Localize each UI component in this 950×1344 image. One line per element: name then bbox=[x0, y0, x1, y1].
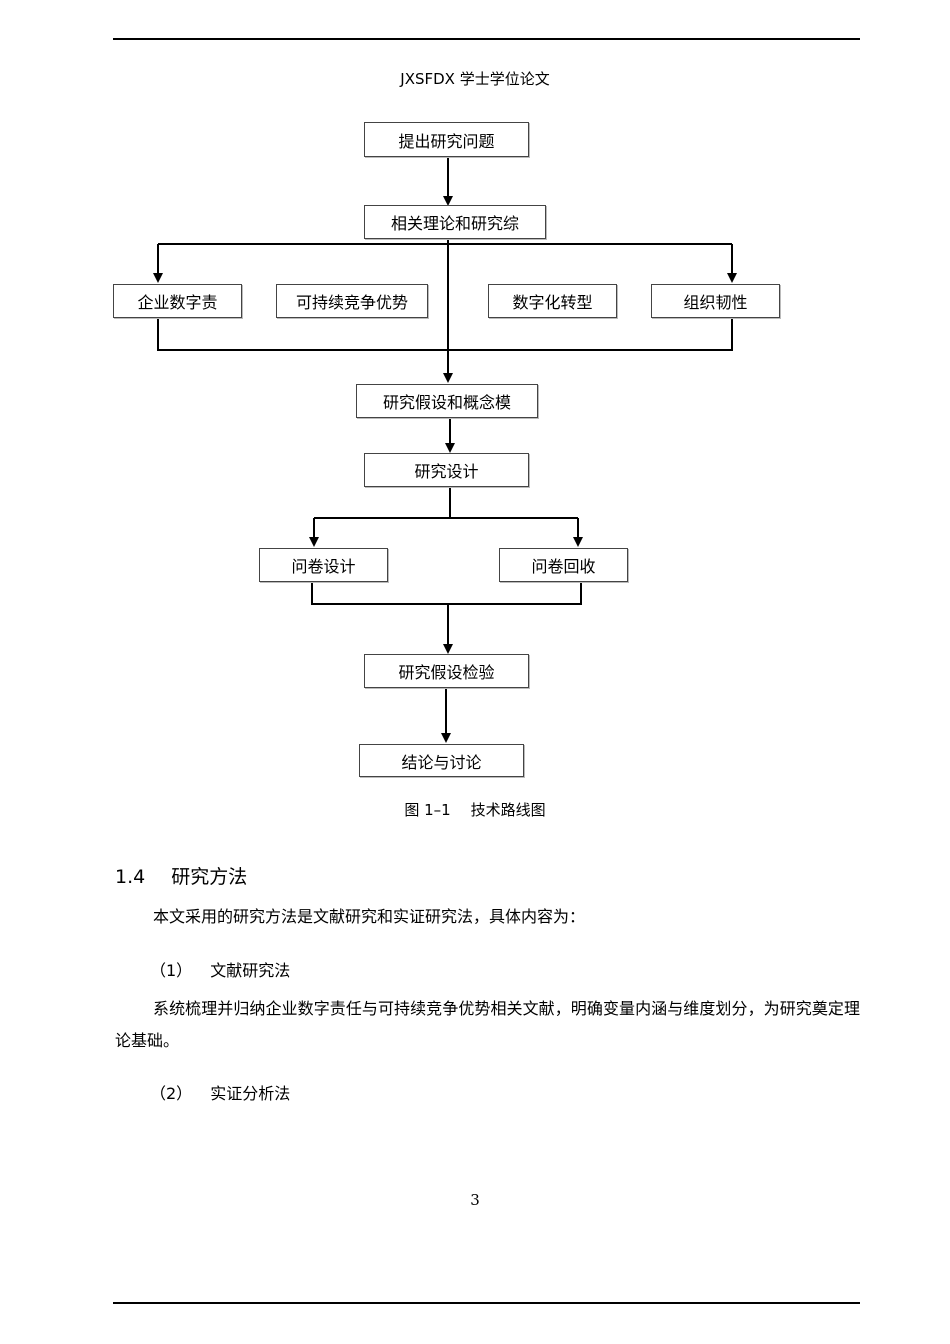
flow-node-n1: 提出研究问题 bbox=[364, 122, 529, 157]
method2-heading: （2） 实证分析法 bbox=[150, 1080, 290, 1104]
merge-bottom-bar bbox=[157, 318, 733, 351]
running-header: JXSFDX 学士学位论文 bbox=[400, 70, 550, 88]
flow-node-n9: 问卷设计 bbox=[259, 548, 388, 582]
flow-node-n2: 相关理论和研究综 bbox=[364, 205, 546, 239]
flow-node-n5: 数字化转型 bbox=[488, 284, 617, 318]
flow-node-n11: 研究假设检验 bbox=[364, 654, 529, 688]
figure-number: 图 1–1 bbox=[404, 801, 451, 819]
section-heading: 1.4 研究方法 bbox=[115, 862, 247, 889]
method2-number: （2） bbox=[150, 1084, 193, 1103]
method1-title: 文献研究法 bbox=[210, 961, 291, 980]
flow-node-n10: 问卷回收 bbox=[499, 548, 628, 582]
method2-title: 实证分析法 bbox=[210, 1084, 291, 1103]
flow-node-n12: 结论与讨论 bbox=[359, 744, 524, 777]
merge-n9-n10 bbox=[311, 583, 582, 605]
flowchart-connectors bbox=[153, 157, 737, 743]
header-rule bbox=[113, 38, 860, 40]
flow-node-n8: 研究设计 bbox=[364, 453, 529, 487]
figure-title: 技术路线图 bbox=[470, 801, 546, 819]
footer-rule bbox=[113, 1302, 860, 1304]
intro-paragraph: 本文采用的研究方法是文献研究和实证研究法，具体内容为： bbox=[153, 907, 586, 926]
flow-node-n7: 研究假设和概念模 bbox=[356, 384, 538, 418]
section-title: 研究方法 bbox=[171, 866, 248, 888]
method1-number: （1） bbox=[150, 961, 193, 980]
page-number: 3 bbox=[470, 1191, 480, 1209]
flow-node-n3: 企业数字责 bbox=[113, 284, 242, 318]
flow-node-n4: 可持续竞争优势 bbox=[276, 284, 428, 318]
section-number: 1.4 bbox=[115, 866, 146, 888]
flow-node-n6: 组织韧性 bbox=[651, 284, 780, 318]
figure-caption: 图 1–1 技术路线图 bbox=[0, 799, 950, 820]
method1-heading: （1） 文献研究法 bbox=[150, 957, 290, 981]
method1-paragraph: 系统梳理并归纳企业数字责任与可持续竞争优势相关文献，明确变量内涵与维度划分，为研… bbox=[115, 999, 860, 1050]
